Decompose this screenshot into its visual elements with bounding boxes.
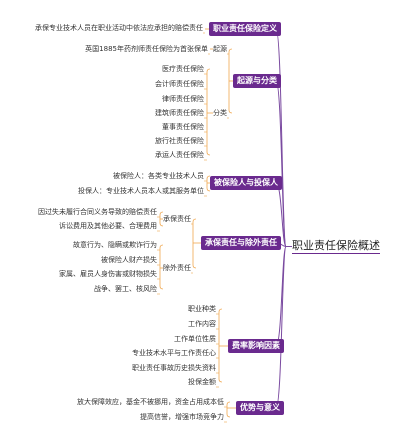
branch-origin-classification[interactable]: 起源与分类 [233,74,281,88]
link-coverage-bracket [192,218,197,269]
link-coverage-sub-bracket [159,211,164,227]
link-adv-bracket [226,401,231,418]
branch-definition[interactable]: 职业责任保险定义 [209,22,281,36]
leaf-insured-1[interactable]: 投保人：专业技术人员本人或其服务单位 [78,187,204,195]
link-class-bracket [206,68,211,156]
leaf-rate-0[interactable]: 职业种类 [188,305,216,313]
link-origin-bracket [228,48,233,114]
sub-origin[interactable]: 起源 [213,45,227,53]
leaf-class-4[interactable]: 董事责任保险 [162,123,204,131]
leaf-advantage-1[interactable]: 提高信誉，增强市场竞争力 [140,413,224,421]
leaf-class-0[interactable]: 医疗责任保险 [162,65,204,73]
leaf-class-5[interactable]: 旅行社责任保险 [155,137,204,145]
branch-advantages[interactable]: 优势与意义 [236,401,284,415]
leaf-class-6[interactable]: 承运人责任保险 [155,151,204,159]
link-rate-bracket [218,308,223,383]
leaf-rate-4[interactable]: 职业责任事故历史损失资料 [132,364,216,372]
leaf-rate-5[interactable]: 投保金额 [188,378,216,386]
leaf-rate-1[interactable]: 工作内容 [188,320,216,328]
link-insured-bracket [206,175,211,192]
branch-insured-policyholder[interactable]: 被保险人与投保人 [210,176,282,190]
link-exclusion-bracket [159,244,164,290]
leaf-class-3[interactable]: 建筑师责任保险 [155,109,204,117]
branch-rate-factors[interactable]: 费率影响因素 [228,339,284,353]
leaf-insured-0[interactable]: 被保险人：各类专业技术人员 [113,172,204,180]
sub-coverage[interactable]: 承保责任 [163,215,191,223]
leaf-definition-0[interactable]: 承保专业技术人员在职业活动中依法应承担的赔偿责任 [35,24,203,32]
branch-coverage-exclusions[interactable]: 承保责任与除外责任 [201,236,281,250]
sub-exclusions[interactable]: 除外责任 [163,264,191,272]
leaf-class-1[interactable]: 会计师责任保险 [155,80,204,88]
leaf-class-2[interactable]: 律师责任保险 [162,95,204,103]
leaf-exclusion-1[interactable]: 被保险人财产损失 [101,256,157,264]
leaf-rate-2[interactable]: 工作单位性质 [174,335,216,343]
connector-central-5 [275,246,292,409]
leaf-exclusion-0[interactable]: 故意行为、隐瞒或欺诈行为 [73,241,157,249]
leaf-advantage-0[interactable]: 放大保障效应，基金不被挪用，资金占用成本低 [77,398,224,406]
connector-central-1 [275,80,292,247]
leaf-origin-0[interactable]: 英国1885年药剂师责任保险为首张保单 [85,45,208,53]
leaf-exclusion-2[interactable]: 家属、雇员人身伤害或财物损失 [59,270,157,278]
leaf-rate-3[interactable]: 专业技术水平与工作责任心 [132,349,216,357]
leaf-coverage-1[interactable]: 诉讼费用及其他必要、合理费用 [59,222,157,230]
leaf-exclusion-3[interactable]: 战争、罢工、核风险 [94,285,157,293]
central-topic[interactable]: 职业责任保险概述 [292,239,380,254]
leaf-coverage-0[interactable]: 因过失未履行合同义务导致的赔偿责任 [38,208,157,216]
sub-classification[interactable]: 分类 [213,109,227,117]
connector-central-0 [275,28,292,247]
